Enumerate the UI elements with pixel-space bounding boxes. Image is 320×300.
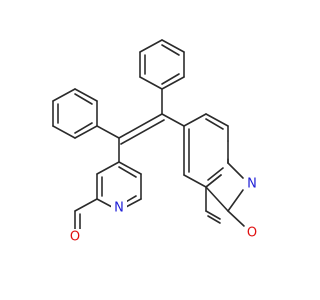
bond-lines (205, 140, 245, 227)
atom-label-background (244, 176, 260, 191)
bond (118, 113, 163, 139)
bond (74, 125, 98, 139)
atom-label-background (111, 200, 127, 215)
bond (118, 166, 137, 178)
bond (139, 39, 163, 53)
bond (205, 113, 229, 127)
bond (74, 93, 93, 105)
oxygen-atom-label: O (247, 226, 257, 241)
bond (74, 88, 98, 102)
bond (161, 73, 180, 85)
bond (161, 113, 185, 127)
bond (227, 210, 245, 227)
atom-label-background (67, 229, 83, 244)
atom-label-background (244, 225, 260, 240)
bond-lines (52, 39, 229, 230)
bond (139, 76, 163, 90)
bond (74, 198, 98, 212)
bond (96, 198, 113, 208)
bond (161, 44, 180, 56)
bond (118, 161, 142, 175)
nitrogen-atom-label: N (247, 177, 257, 192)
nitrogen-atom-label: N (114, 201, 124, 216)
bond (125, 198, 142, 208)
bond (205, 118, 224, 130)
bond (207, 215, 221, 224)
bond (227, 189, 244, 212)
bond (74, 122, 93, 134)
bond (52, 125, 76, 139)
bond (52, 88, 76, 102)
bond (205, 186, 229, 212)
bond (161, 39, 185, 53)
atom-labels: N O N O (67, 176, 260, 245)
bond (205, 174, 222, 188)
bond (120, 119, 165, 145)
molecule-structure-diagram: N O N O (52, 39, 260, 245)
oxygen-atom-label: O (70, 230, 80, 245)
bond (207, 167, 224, 181)
bond (183, 174, 207, 188)
bond (161, 76, 185, 90)
bond (183, 113, 207, 127)
bond (205, 210, 221, 220)
bond (96, 125, 120, 139)
bond (227, 162, 244, 179)
bond (96, 161, 120, 175)
